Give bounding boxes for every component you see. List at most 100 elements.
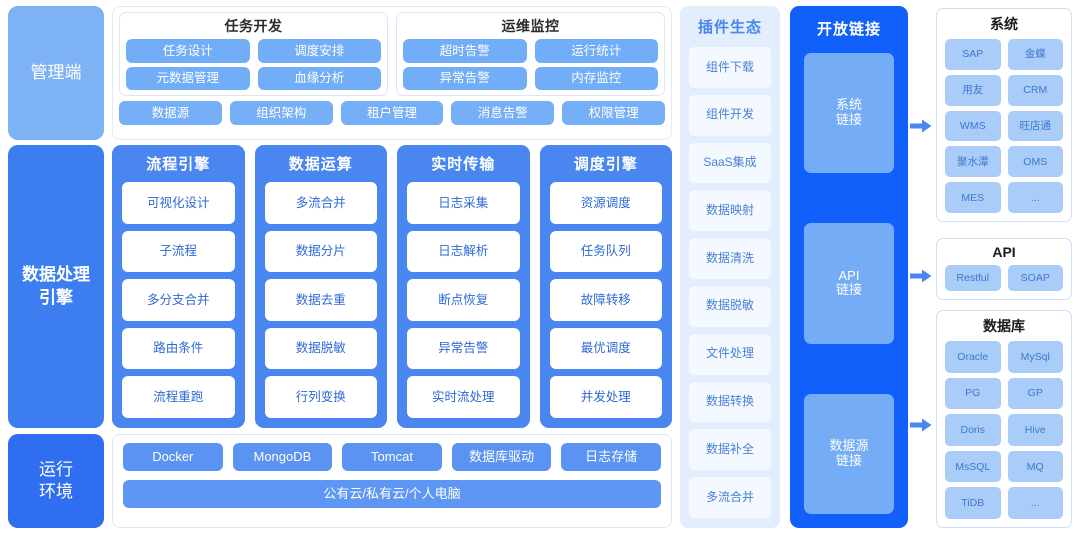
engine-item-list: 日志采集 日志解析 断点恢复 异常告警 实时流处理	[407, 182, 520, 418]
plugin-item[interactable]: 组件开发	[689, 94, 771, 136]
engine-item[interactable]: 多流合并	[264, 182, 377, 224]
card-title: 数据库	[983, 318, 1025, 334]
management-bottom-item[interactable]: 消息告警	[451, 101, 555, 125]
management-bottom-item[interactable]: 组织架构	[229, 101, 333, 125]
management-item[interactable]: 调度安排	[257, 39, 381, 63]
management-item[interactable]: 运行统计	[534, 39, 658, 63]
card-item-grid: Restful SOAP	[945, 265, 1063, 291]
engine-item[interactable]: 实时流处理	[407, 376, 520, 418]
card-item[interactable]: Oracle	[945, 341, 1001, 373]
engine-item[interactable]: 路由条件	[122, 327, 235, 370]
rail-management[interactable]: 管理端	[8, 6, 104, 140]
management-item[interactable]: 元数据管理	[126, 66, 250, 90]
engine-column-flow: 流程引擎 可视化设计 子流程 多分支合并 路由条件 流程重跑	[112, 145, 245, 428]
runtime-item[interactable]: MongoDB	[232, 443, 333, 471]
card-item[interactable]: TiDB	[945, 487, 1001, 519]
plugin-item[interactable]: 文件处理	[689, 333, 771, 375]
engine-item[interactable]: 子流程	[122, 230, 235, 273]
target-card-database: 数据库 Oracle MySql PG GP Doris Hive MsSQL …	[936, 310, 1072, 528]
engine-item[interactable]: 流程重跑	[122, 376, 235, 418]
card-item[interactable]: MES	[945, 182, 1001, 213]
plugin-item[interactable]: 数据清洗	[689, 238, 771, 279]
card-item[interactable]: 聚水潭	[945, 146, 1001, 178]
open-link-item-datasource[interactable]: 数据源 链接	[804, 393, 894, 514]
open-link-item-line2: 链接	[835, 452, 862, 468]
runtime-item[interactable]: Tomcat	[342, 443, 442, 471]
engine-item[interactable]: 多分支合并	[122, 279, 235, 321]
runtime-cloud-item[interactable]: 公有云/私有云/个人电脑	[123, 480, 661, 508]
card-item[interactable]: Doris	[945, 414, 1001, 446]
engine-item[interactable]: 异常告警	[407, 327, 520, 370]
engine-item[interactable]: 任务队列	[549, 230, 662, 273]
runtime-item[interactable]: 数据库驱动	[451, 443, 552, 471]
runtime-item-list: Docker MongoDB Tomcat 数据库驱动 日志存储	[123, 443, 661, 471]
runtime-item[interactable]: Docker	[123, 443, 223, 471]
arrow-right-icon	[910, 418, 932, 432]
engine-item[interactable]: 断点恢复	[407, 279, 520, 321]
group-title: 任务开发	[224, 18, 283, 34]
card-item[interactable]: GP	[1007, 377, 1063, 410]
card-item[interactable]: OMS	[1007, 146, 1063, 178]
management-group-ops-monitoring: 运维监控 超时告警 运行统计 异常告警 内存监控	[396, 12, 665, 96]
card-item[interactable]: MQ	[1007, 450, 1063, 483]
card-item[interactable]: WMS	[945, 110, 1001, 142]
management-item[interactable]: 任务设计	[126, 39, 250, 63]
card-item[interactable]: ...	[1007, 182, 1063, 213]
engine-item[interactable]: 数据分片	[264, 230, 377, 273]
plugin-item[interactable]: 数据补全	[689, 429, 771, 471]
open-link-item-list: 系统 链接 API 链接 数据源 链接	[804, 53, 894, 514]
engine-item[interactable]: 并发处理	[549, 376, 662, 418]
management-item[interactable]: 超时告警	[403, 39, 527, 63]
management-bottom-item[interactable]: 权限管理	[562, 101, 665, 125]
plugin-item[interactable]: 组件下载	[689, 47, 771, 88]
management-panel: 任务开发 任务设计 调度安排 元数据管理 血缘分析 运维监控 超时告警	[112, 6, 672, 140]
engine-item[interactable]: 资源调度	[549, 182, 662, 224]
engine-item-list: 可视化设计 子流程 多分支合并 路由条件 流程重跑	[122, 182, 235, 418]
card-item[interactable]: Hive	[1007, 414, 1063, 446]
management-bottom-item[interactable]: 数据源	[119, 101, 222, 125]
plugin-item[interactable]: SaaS集成	[689, 142, 771, 184]
plugin-item[interactable]: 数据转换	[689, 381, 771, 423]
management-bottom-item[interactable]: 租户管理	[340, 101, 444, 125]
engine-item[interactable]: 故障转移	[549, 279, 662, 321]
rail-data-processing-engine[interactable]: 数据处理 引擎	[8, 145, 104, 428]
open-link-item-line2: 链接	[835, 282, 862, 298]
engine-item[interactable]: 数据去重	[264, 279, 377, 321]
card-item[interactable]: SOAP	[1007, 265, 1063, 291]
rail-runtime-environment[interactable]: 运行 环境	[8, 434, 104, 528]
card-item[interactable]: MsSQL	[945, 450, 1001, 483]
engine-item[interactable]: 行列变换	[264, 376, 377, 418]
open-link-item-api[interactable]: API 链接	[804, 223, 894, 344]
runtime-item[interactable]: 日志存储	[561, 443, 661, 471]
engine-item[interactable]: 可视化设计	[122, 182, 235, 224]
card-item[interactable]: ...	[1007, 487, 1063, 519]
engine-column-title: 流程引擎	[146, 156, 211, 173]
card-item[interactable]: CRM	[1007, 74, 1063, 106]
card-item[interactable]: Restful	[945, 265, 1001, 291]
management-item[interactable]: 血缘分析	[257, 66, 381, 90]
engine-item-list: 资源调度 任务队列 故障转移 最优调度 并发处理	[549, 182, 662, 418]
engine-item[interactable]: 日志解析	[407, 230, 520, 273]
card-item[interactable]: 金蝶	[1007, 39, 1063, 70]
plugin-item[interactable]: 数据脱敏	[689, 285, 771, 327]
plugin-item[interactable]: 数据映射	[689, 190, 771, 232]
engine-item[interactable]: 日志采集	[407, 182, 520, 224]
open-link-item-system[interactable]: 系统 链接	[804, 53, 894, 174]
card-item[interactable]: PG	[945, 377, 1001, 410]
management-item[interactable]: 异常告警	[403, 66, 527, 90]
card-item[interactable]: 用友	[945, 74, 1001, 106]
card-item[interactable]: 旺店通	[1007, 110, 1063, 142]
engine-column-list: 流程引擎 可视化设计 子流程 多分支合并 路由条件 流程重跑 数据运算 多流合并…	[112, 145, 672, 428]
card-item[interactable]: SAP	[945, 39, 1001, 70]
engine-item[interactable]: 数据脱敏	[264, 327, 377, 370]
management-group-list: 任务开发 任务设计 调度安排 元数据管理 血缘分析 运维监控 超时告警	[119, 12, 665, 96]
card-item[interactable]: MySql	[1007, 341, 1063, 373]
management-item[interactable]: 内存监控	[534, 66, 658, 90]
engine-item[interactable]: 最优调度	[549, 327, 662, 370]
runtime-panel: Docker MongoDB Tomcat 数据库驱动 日志存储 公有云/私有云…	[112, 434, 672, 528]
open-link-item-line1: 系统	[835, 97, 862, 113]
plugin-item[interactable]: 多流合并	[689, 477, 771, 518]
target-card-api: API Restful SOAP	[936, 238, 1072, 300]
rail-runtime-label: 运行 环境	[39, 459, 73, 503]
card-item-grid: Oracle MySql PG GP Doris Hive MsSQL MQ T…	[945, 341, 1063, 519]
